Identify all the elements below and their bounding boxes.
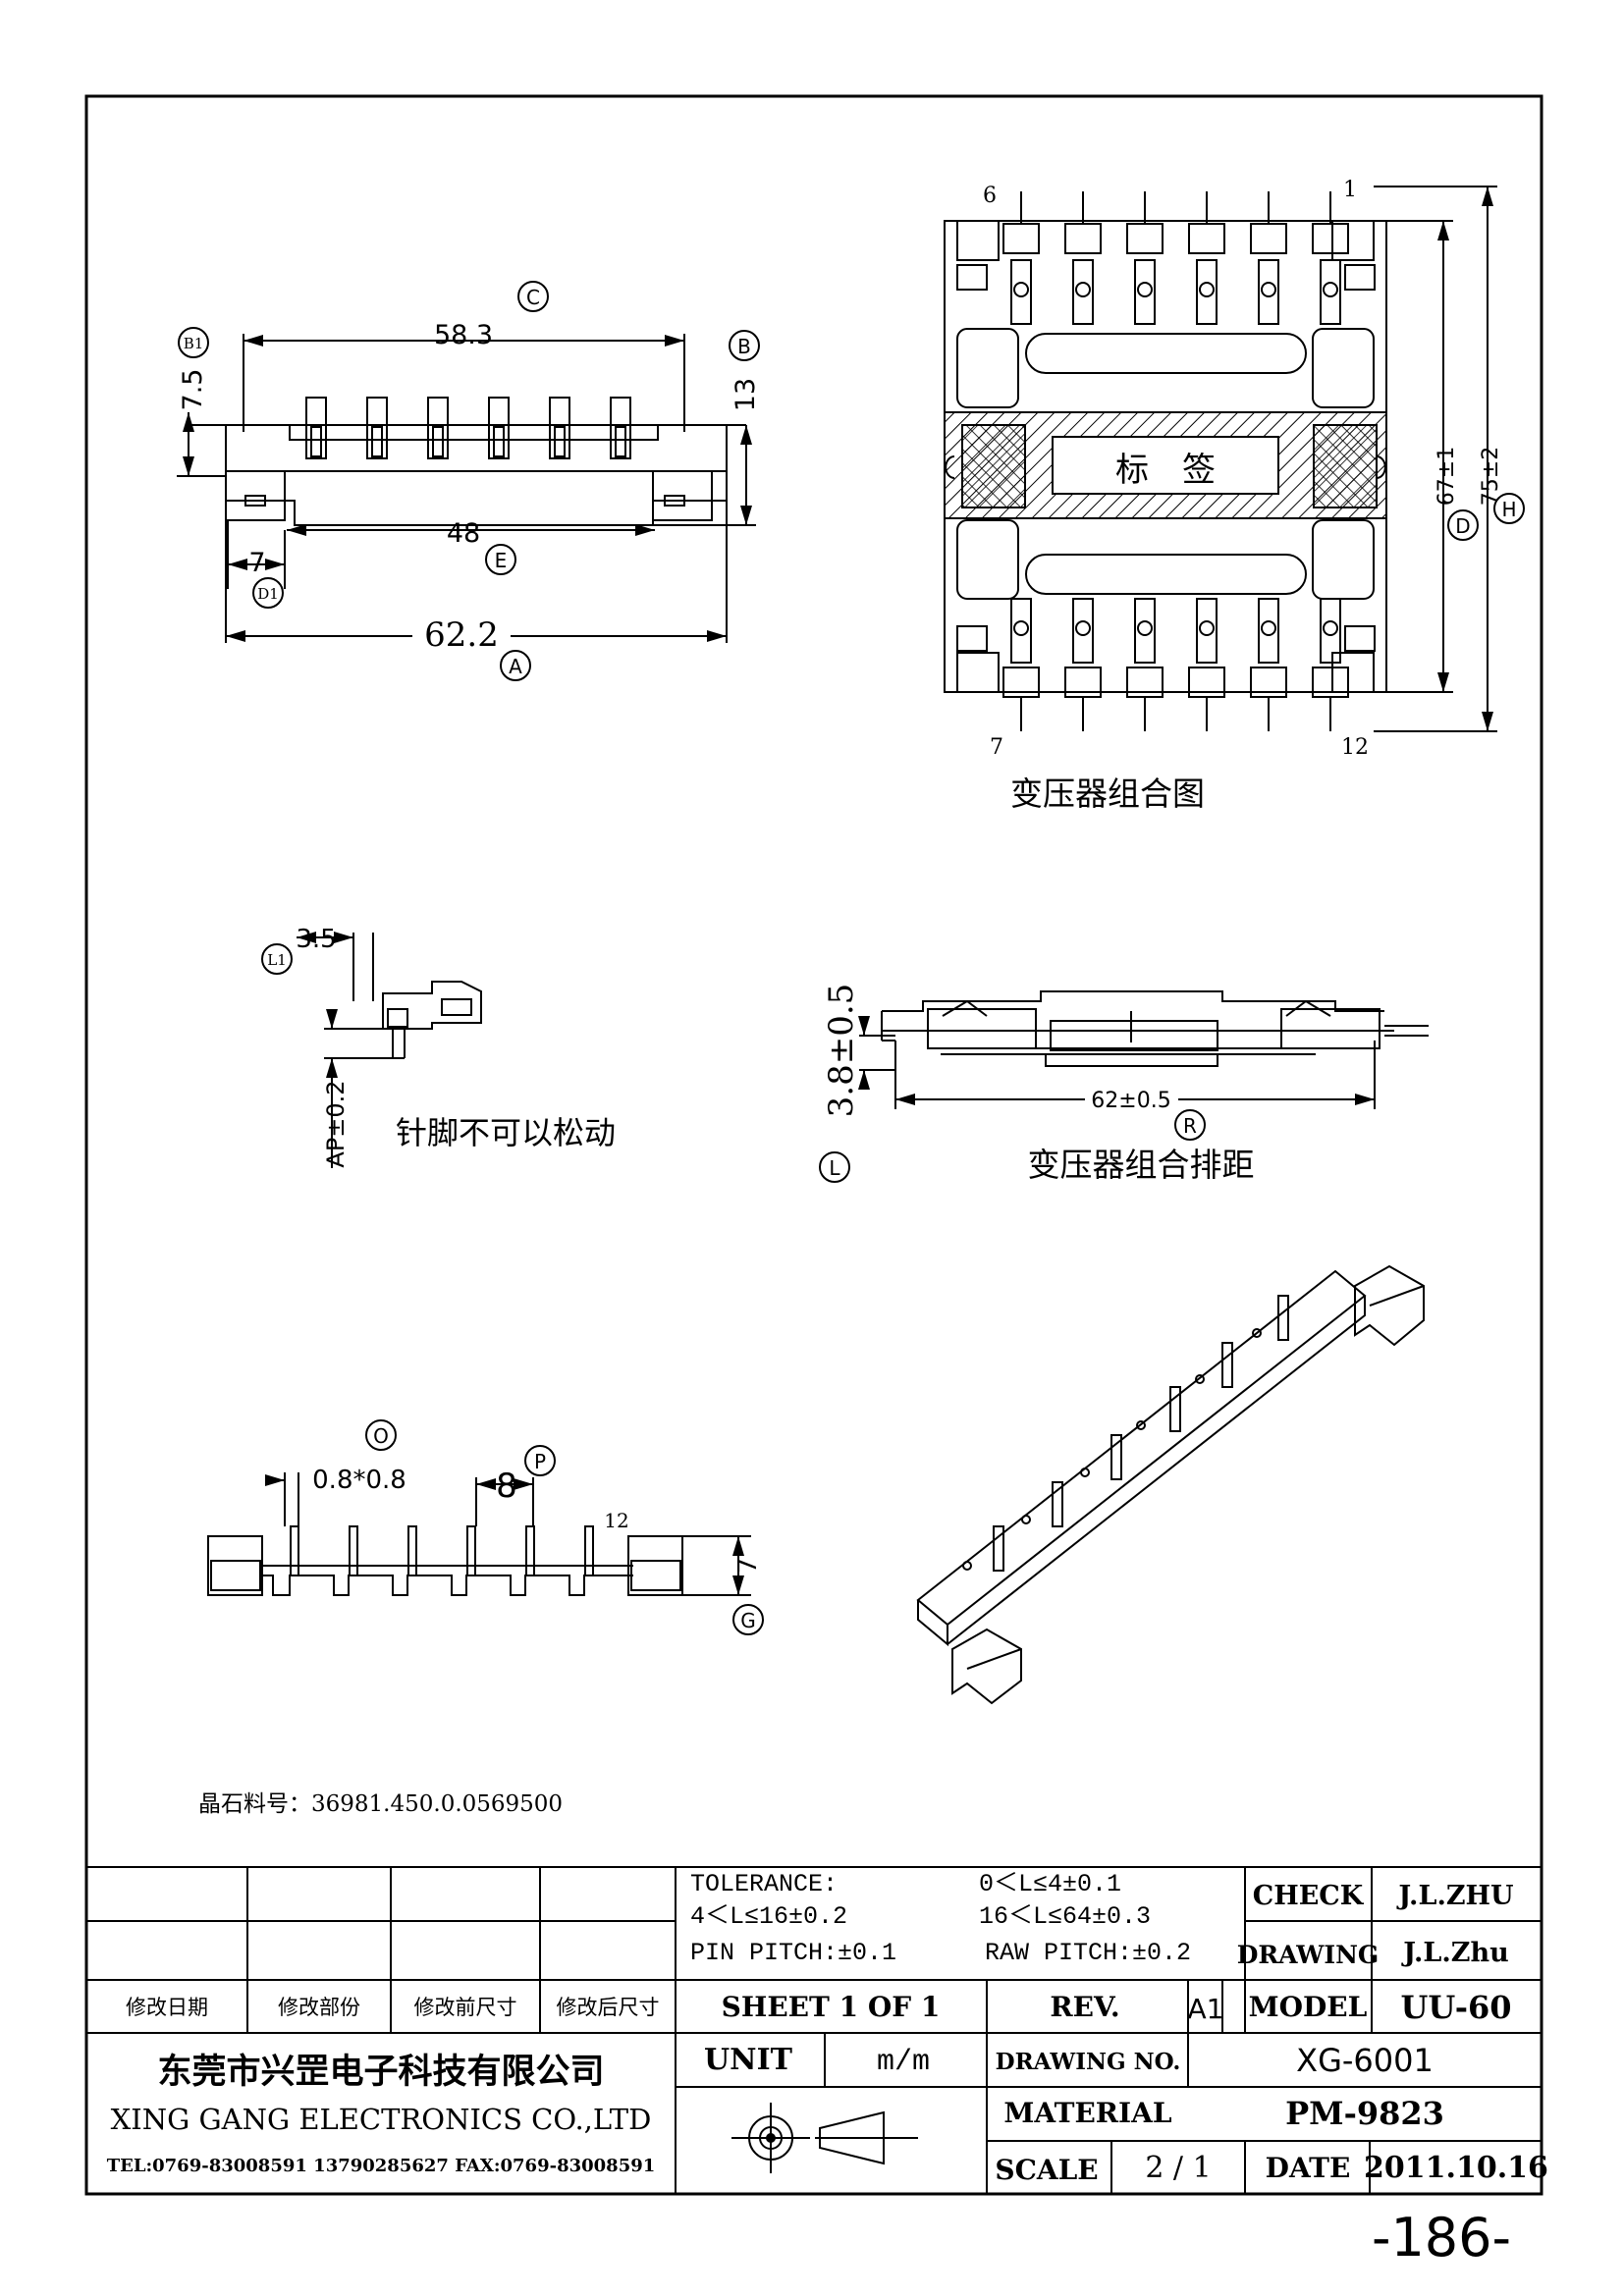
- dim-a-value: 62.2: [424, 615, 499, 655]
- dim-e-label: E: [495, 549, 508, 572]
- rev-label: REV.: [1050, 1991, 1119, 2023]
- projection-symbol: [731, 2103, 918, 2173]
- model-label: MODEL: [1249, 1991, 1368, 2023]
- transformer-side-view-labels: 3.8±0.5 L 62±0.5 R 变压器组合排距: [819, 984, 1255, 1184]
- drawing-no-label: DRAWING NO.: [996, 2049, 1181, 2075]
- company-contact: TEL:0769-83008591 13790285627 FAX:0769-8…: [107, 2156, 656, 2176]
- material-value: PM-9823: [1285, 2095, 1444, 2132]
- pin-detail-labels: 3.5 L1 AP±0.2 针脚不可以松动: [261, 925, 616, 1168]
- side-view-caption: 变压器组合排距: [1028, 1146, 1255, 1184]
- dim-d-label: D: [1455, 514, 1470, 538]
- bottom-view-labels: O 0.8*0.8 8 P 12 7 G: [312, 1419, 764, 1635]
- material-code: 晶石料号：36981.450.0.0569500: [198, 1791, 563, 1817]
- dim-b-value: 13: [731, 378, 761, 411]
- unit-value: m/m: [877, 2046, 930, 2079]
- dim-c-label: C: [526, 286, 540, 309]
- revision-before-header: 修改前尺寸: [414, 1996, 517, 2019]
- drawing-no-value: XG-6001: [1296, 2042, 1434, 2079]
- scale-value: 2 / 1: [1145, 2151, 1211, 2185]
- page-number: -186-: [1372, 2207, 1511, 2269]
- bottom-view: [207, 1472, 751, 1596]
- dim-b1-label: B1: [184, 335, 204, 352]
- title-block-text: TOLERANCE: 0＜L≤4±0.1 4＜L≤16±0.2 16＜L≤64±…: [107, 1870, 1548, 2186]
- dim-d1-label: D1: [257, 585, 279, 603]
- tolerance-label: TOLERANCE:: [690, 1870, 838, 1898]
- scale-label: SCALE: [995, 2154, 1098, 2186]
- pin-6-label: 6: [983, 184, 997, 208]
- date-label: DATE: [1266, 2152, 1351, 2184]
- check-value: J.L.ZHU: [1396, 1881, 1513, 1911]
- dim-h-value: 75±2: [1479, 447, 1503, 506]
- top-view-caption: 变压器组合图: [1010, 774, 1205, 813]
- raw-pitch: RAW PITCH:±0.2: [985, 1939, 1191, 1967]
- dim-r-value: 62±0.5: [1091, 1089, 1170, 1113]
- dim-p-label: P: [534, 1450, 546, 1473]
- company-name-en: XING GANG ELECTRONICS CO.,LTD: [111, 2103, 652, 2136]
- pin-detail: [297, 932, 482, 1168]
- title-block: [86, 1866, 1542, 2194]
- sheet-label: SHEET 1 OF 1: [722, 1991, 941, 2023]
- model-value: UU-60: [1400, 1989, 1511, 2026]
- company-name-cn: 东莞市兴罡电子科技有限公司: [157, 2053, 604, 2092]
- unit-label: UNIT: [704, 2043, 793, 2077]
- dim-ap-value: AP±0.2: [322, 1080, 350, 1167]
- dim-l-label: L: [829, 1156, 840, 1180]
- dim-o-value: 0.8*0.8: [312, 1466, 406, 1495]
- material-label: MATERIAL: [1003, 2097, 1171, 2129]
- drawing-value: J.L.Zhu: [1401, 1938, 1508, 1968]
- pin-12-label: 12: [1341, 735, 1369, 760]
- dim-g-label: G: [740, 1609, 756, 1632]
- dim-d1-value: 7: [248, 548, 265, 578]
- dim-b-label: B: [737, 335, 751, 358]
- transformer-top-view: [944, 186, 1497, 732]
- dim-a-label: A: [509, 655, 522, 678]
- transformer-side-view: [858, 990, 1429, 1109]
- isometric-view: [916, 1264, 1425, 1705]
- dim-p-value: 8: [496, 1467, 517, 1506]
- dim-l1-label: L1: [267, 951, 287, 969]
- dim-l-value: 3.8±0.5: [822, 984, 861, 1118]
- revision-part-header: 修改部份: [278, 1996, 360, 2019]
- dim-e-value: 48: [447, 518, 480, 549]
- tolerance-3: 16＜L≤64±0.3: [979, 1902, 1151, 1931]
- dim-d-value: 67±1: [1435, 447, 1459, 506]
- check-label: CHECK: [1253, 1881, 1365, 1911]
- drawing-frame: [84, 94, 1543, 2196]
- bottom-pin-12-label: 12: [604, 1509, 628, 1532]
- dim-r-label: R: [1183, 1114, 1197, 1138]
- date-value: 2011.10.16: [1364, 2151, 1548, 2185]
- front-view-labels: C 58.3 B1 7.5 B 13 48 E 7 D1 62.2 A: [178, 281, 761, 681]
- dim-b1-value: 7.5: [178, 369, 208, 411]
- tolerance-1: 0＜L≤4±0.1: [979, 1870, 1121, 1898]
- label-area-text: 标 签: [1115, 451, 1216, 490]
- dim-o-label: O: [373, 1424, 389, 1448]
- rev-value: A1: [1188, 1993, 1224, 2025]
- pin-pitch: PIN PITCH:±0.1: [690, 1939, 896, 1967]
- dim-l1-value: 3.5: [296, 925, 336, 954]
- revision-after-header: 修改后尺寸: [557, 1996, 660, 2019]
- dim-g-value: 7: [733, 1558, 763, 1575]
- tolerance-2: 4＜L≤16±0.2: [690, 1902, 847, 1931]
- drawing-label: DRAWING: [1237, 1941, 1380, 1969]
- pin-7-label: 7: [990, 735, 1003, 760]
- revision-date-header: 修改日期: [126, 1996, 208, 2019]
- pin-1-label: 1: [1343, 178, 1357, 202]
- transformer-top-view-labels: 6 1 7 12 标 签 67±1 D 75±2 H 变压器组合图: [983, 178, 1525, 813]
- dim-h-label: H: [1501, 498, 1516, 521]
- dim-c-value: 58.3: [434, 320, 493, 350]
- pin-detail-note: 针脚不可以松动: [396, 1114, 616, 1151]
